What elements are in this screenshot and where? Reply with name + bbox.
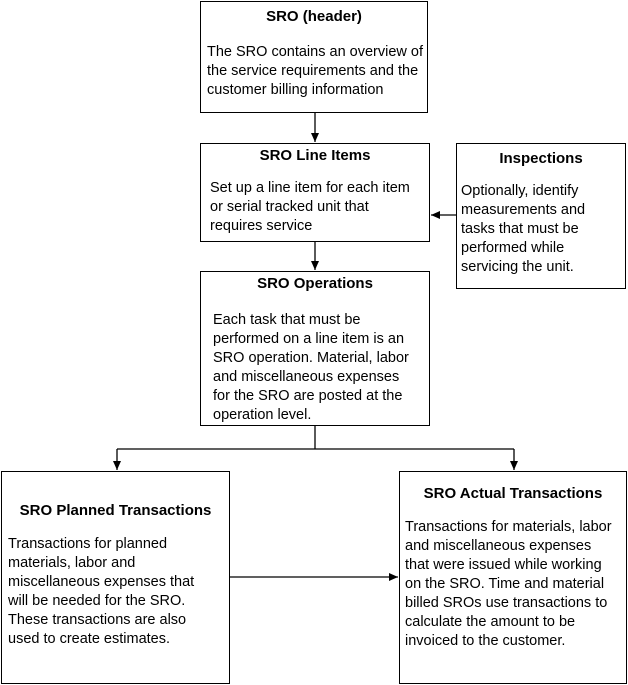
- node-sro-header: SRO (header) The SRO contains an overvie…: [200, 1, 428, 113]
- node-sro-planned-transactions: SRO Planned Transactions Transactions fo…: [1, 471, 230, 684]
- node-sro-operations-title: SRO Operations: [257, 275, 373, 292]
- node-sro-line-items-title: SRO Line Items: [259, 147, 371, 164]
- node-sro-actual-transactions: SRO Actual Transactions Transactions for…: [399, 471, 627, 684]
- node-sro-planned-transactions-body: Transactions for planned materials, labo…: [8, 536, 195, 647]
- node-sro-operations-body: Each task that must be performed on a li…: [213, 312, 409, 423]
- node-sro-operations: SRO Operations Each task that must be pe…: [200, 271, 430, 426]
- node-inspections-title: Inspections: [499, 150, 583, 167]
- node-sro-planned-transactions-title: SRO Planned Transactions: [19, 502, 212, 519]
- node-sro-actual-transactions-body: Transactions for materials, labor and mi…: [405, 519, 612, 649]
- node-sro-line-items: SRO Line Items Set up a line item for ea…: [200, 143, 430, 242]
- node-sro-header-title: SRO (header): [266, 8, 362, 25]
- node-inspections: Inspections Optionally, identify measure…: [456, 143, 626, 289]
- node-inspections-body: Optionally, identify measurements and ta…: [461, 183, 586, 275]
- node-sro-actual-transactions-title: SRO Actual Transactions: [423, 485, 603, 502]
- node-sro-header-body: The SRO contains an overview of the serv…: [207, 44, 423, 98]
- node-sro-line-items-body: Set up a line item for each item or seri…: [210, 180, 410, 234]
